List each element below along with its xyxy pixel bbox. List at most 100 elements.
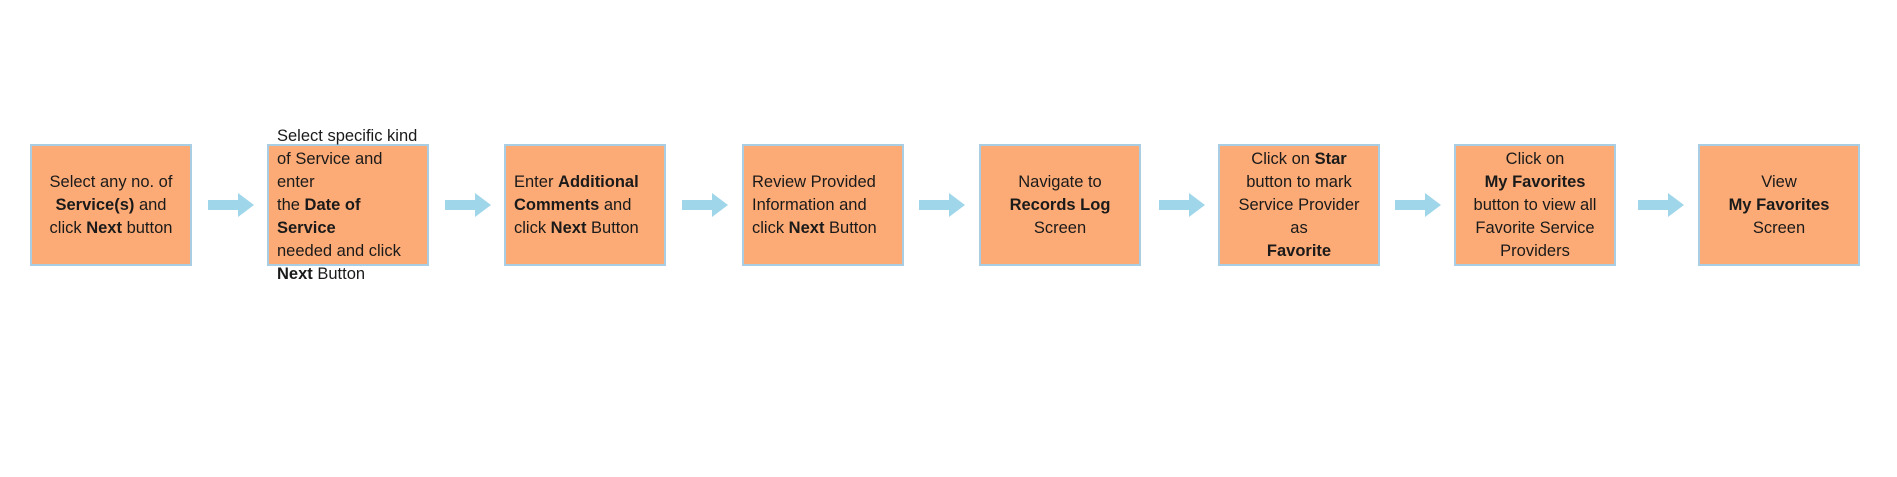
- text-segment: Favorite Service: [1475, 218, 1595, 237]
- text-segment: Button: [586, 218, 639, 237]
- text-segment: needed and click: [277, 241, 401, 260]
- step-line: click Next button: [40, 217, 182, 240]
- text-segment: Click on: [1505, 149, 1565, 168]
- text-segment: and: [134, 195, 167, 214]
- step-line: Service(s) and: [40, 194, 182, 217]
- bold-text: Service(s): [55, 195, 135, 214]
- step-line: Favorite: [1228, 240, 1370, 263]
- step-line: the Date of Service: [277, 194, 419, 240]
- step-line: Screen: [1708, 217, 1850, 240]
- step-line: click Next Button: [752, 217, 894, 240]
- step-line: Service Provider as: [1228, 194, 1370, 240]
- text-segment: Review Provided: [752, 172, 876, 191]
- step-line: Information and: [752, 194, 894, 217]
- text-segment: Providers: [1500, 241, 1570, 260]
- arrow-shape: [682, 193, 728, 217]
- bold-text: My Favorites: [1728, 195, 1830, 214]
- text-segment: of Service and enter: [277, 149, 383, 191]
- step-line: Records Log Screen: [989, 194, 1131, 240]
- text-segment: Screen: [1752, 218, 1806, 237]
- text-segment: click: [514, 218, 551, 237]
- step-line: Click on: [1464, 148, 1606, 171]
- right-arrow-icon: [445, 193, 491, 217]
- text-segment: Navigate to: [1018, 172, 1102, 191]
- step-line: Providers: [1464, 240, 1606, 263]
- text-segment: View: [1761, 172, 1797, 191]
- bold-text: Star: [1314, 149, 1347, 168]
- text-segment: Button: [312, 264, 366, 283]
- arrow-2-icon: [445, 193, 491, 217]
- bold-text: Next: [550, 218, 587, 237]
- arrow-shape: [919, 193, 965, 217]
- bold-text: Additional: [558, 172, 639, 191]
- step-line: My Favorites: [1708, 194, 1850, 217]
- arrow-shape: [445, 193, 491, 217]
- step-2-text: Select specific kind of Service and enter…: [277, 125, 419, 286]
- text-segment: Service Provider as: [1238, 195, 1360, 237]
- step-line: of Service and enter: [277, 148, 419, 194]
- bold-text: Next: [277, 264, 313, 283]
- step-line: View: [1708, 171, 1850, 194]
- step-line: Select specific kind: [277, 125, 419, 148]
- step-line: My Favorites: [1464, 171, 1606, 194]
- arrow-shape: [1395, 193, 1441, 217]
- bold-text: Records Log: [1009, 195, 1111, 214]
- step-5-text: Navigate to Records Log Screen: [989, 171, 1131, 240]
- bold-text: Next: [788, 218, 825, 237]
- step-line: click Next Button: [514, 217, 656, 240]
- step-line: button to mark: [1228, 171, 1370, 194]
- step-line: button to view all: [1464, 194, 1606, 217]
- text-segment: button to mark: [1246, 172, 1352, 191]
- text-segment: button to view all: [1473, 195, 1597, 214]
- text-segment: Select any no. of: [49, 172, 173, 191]
- right-arrow-icon: [208, 193, 254, 217]
- right-arrow-icon: [1159, 193, 1205, 217]
- text-segment: Button: [824, 218, 877, 237]
- step-2-box: Select specific kind of Service and enter…: [267, 127, 429, 283]
- arrow-1-icon: [208, 193, 254, 217]
- step-line: Click on Star: [1228, 148, 1370, 171]
- bold-text: My Favorites: [1484, 172, 1586, 191]
- step-line: Review Provided: [752, 171, 894, 194]
- arrow-5-icon: [1159, 193, 1205, 217]
- bold-text: Date of Service: [277, 195, 361, 237]
- right-arrow-icon: [1395, 193, 1441, 217]
- step-line: Enter Additional: [514, 171, 656, 194]
- arrow-shape: [208, 193, 254, 217]
- bold-text: Favorite: [1266, 241, 1332, 260]
- step-line: needed and click: [277, 240, 419, 263]
- text-segment: button: [121, 218, 173, 237]
- text-segment: the: [277, 195, 305, 214]
- step-line: Select any no. of: [40, 171, 182, 194]
- step-line: Next Button: [277, 263, 419, 286]
- arrow-7-icon: [1638, 193, 1684, 217]
- text-segment: Click on: [1251, 149, 1315, 168]
- text-segment: Enter: [514, 172, 559, 191]
- arrow-3-icon: [682, 193, 728, 217]
- arrow-4-icon: [919, 193, 965, 217]
- arrow-6-icon: [1395, 193, 1441, 217]
- bold-text: Comments: [514, 195, 600, 214]
- step-5-box: Navigate to Records Log Screen: [979, 144, 1141, 266]
- text-segment: Screen: [1033, 218, 1087, 237]
- right-arrow-icon: [682, 193, 728, 217]
- text-segment: Select specific kind: [277, 126, 418, 145]
- right-arrow-icon: [919, 193, 965, 217]
- step-line: Navigate to: [989, 171, 1131, 194]
- right-arrow-icon: [1638, 193, 1684, 217]
- text-segment: and: [599, 195, 632, 214]
- bold-text: Next: [86, 218, 122, 237]
- arrow-shape: [1159, 193, 1205, 217]
